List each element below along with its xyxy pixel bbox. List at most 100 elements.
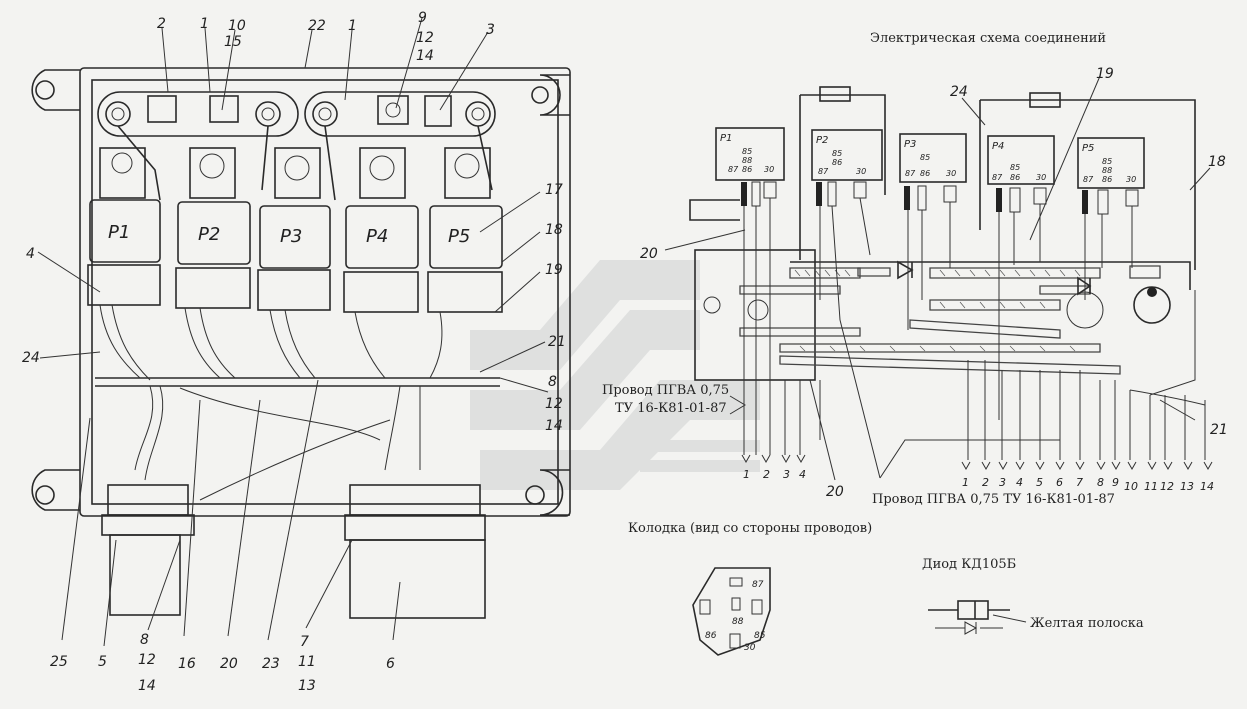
- svg-text:3: 3: [999, 476, 1006, 489]
- connector-pin-labels: 87 88 86 85 30: [705, 580, 766, 653]
- terminals-left: 1 2 3 4: [743, 468, 806, 481]
- callout-14c: 14: [138, 678, 156, 694]
- svg-text:87: 87: [728, 165, 739, 174]
- svg-text:14: 14: [1200, 480, 1214, 493]
- wire-note-bottom: Провод ПГВА 0,75 ТУ 16-К81-01-87: [872, 492, 1115, 507]
- relay-p4: [343, 147, 419, 313]
- svg-text:30: 30: [764, 165, 774, 174]
- svg-text:8: 8: [1097, 476, 1104, 489]
- relay-label-p3: Р3: [280, 226, 302, 247]
- callout-13: 13: [298, 678, 316, 694]
- callout-12c: 12: [138, 652, 156, 668]
- callout-1b: 1: [348, 18, 357, 34]
- callout-3: 3: [486, 22, 495, 38]
- svg-text:86: 86: [742, 165, 752, 174]
- callout-21: 21: [548, 334, 566, 350]
- callout-10: 10: [228, 18, 246, 34]
- connector-6: [344, 484, 486, 619]
- diagram-title: Электрическая схема соединений: [870, 31, 1106, 46]
- svg-text:1: 1: [962, 476, 969, 489]
- relay-block-assembly: [31, 17, 571, 647]
- schematic-relay-p5: [1077, 137, 1145, 189]
- svg-text:88: 88: [732, 617, 744, 627]
- svg-text:85: 85: [1010, 163, 1020, 172]
- mounting-plate: [79, 67, 571, 517]
- callout-9: 9: [418, 10, 427, 26]
- terminals-right: 1 2 3 4 5 6 7 8 9 10 11 12 13 14: [962, 476, 1214, 493]
- schematic-label-p5: Р5: [1082, 143, 1094, 154]
- callout-8b: 8: [140, 632, 149, 648]
- svg-text:7: 7: [1076, 476, 1083, 489]
- svg-text:30: 30: [856, 167, 866, 176]
- callout-12b: 12: [545, 396, 563, 412]
- schematic-relay-p2: [811, 129, 883, 181]
- svg-text:87: 87: [818, 167, 829, 176]
- schematic-callout-19: 19: [1096, 66, 1114, 82]
- watermark-logo: [470, 260, 760, 490]
- svg-text:85: 85: [754, 631, 766, 641]
- svg-text:85: 85: [1102, 157, 1112, 166]
- svg-text:85: 85: [742, 147, 752, 156]
- right-callouts: 19 24 18 20 21 20: [640, 66, 1228, 500]
- svg-text:30: 30: [1036, 173, 1046, 182]
- svg-text:11: 11: [1144, 480, 1158, 493]
- svg-text:4: 4: [1016, 476, 1023, 489]
- callout-1a: 1: [200, 16, 209, 32]
- relay-label-p4: Р4: [366, 226, 388, 247]
- svg-text:12: 12: [1160, 480, 1174, 493]
- svg-text:1: 1: [743, 468, 750, 481]
- callout-6: 6: [386, 656, 395, 672]
- schematic-label-p4: Р4: [992, 141, 1004, 152]
- callout-5: 5: [98, 654, 107, 670]
- schematic-callout-21: 21: [1210, 422, 1228, 438]
- svg-text:9: 9: [1112, 476, 1119, 489]
- connector-5: [101, 484, 195, 616]
- relay-label-p1: Р1: [108, 222, 130, 243]
- svg-text:88: 88: [742, 156, 752, 165]
- svg-text:10: 10: [1124, 480, 1138, 493]
- callout-19: 19: [545, 262, 563, 278]
- svg-text:86: 86: [920, 169, 930, 178]
- schematic-callout-24: 24: [950, 84, 968, 100]
- callout-14b: 14: [545, 418, 563, 434]
- callout-25: 25: [50, 654, 68, 670]
- svg-text:85: 85: [920, 153, 930, 162]
- svg-text:86: 86: [1102, 175, 1112, 184]
- relay-p2: [175, 147, 251, 309]
- schematic-relay-p4: [987, 135, 1055, 185]
- callout-22: 22: [308, 18, 326, 34]
- relay-label-p5: Р5: [448, 226, 470, 247]
- svg-text:88: 88: [1102, 166, 1112, 175]
- schematic-label-p3: Р3: [904, 139, 916, 150]
- callout-8a: 8: [548, 374, 557, 390]
- svg-text:85: 85: [832, 149, 842, 158]
- svg-text:5: 5: [1036, 476, 1043, 489]
- callout-4: 4: [26, 246, 35, 262]
- schematic-relay-p3: [899, 133, 967, 183]
- diode-caption: Диод КД105Б: [922, 557, 1016, 572]
- left-callouts: 2 1 10 15 22 1 9 12 14 3 4 17 18 19 24 2…: [22, 10, 566, 694]
- callout-20: 20: [220, 656, 238, 672]
- connector-caption: Колодка (вид со стороны проводов): [628, 521, 872, 536]
- relay-p1: [87, 147, 161, 306]
- diode-stripe-label: Желтая полоска: [1030, 616, 1144, 631]
- callout-2: 2: [157, 16, 166, 32]
- svg-text:87: 87: [1083, 175, 1094, 184]
- callout-24: 24: [22, 350, 40, 366]
- callout-18: 18: [545, 222, 563, 238]
- svg-text:3: 3: [783, 468, 790, 481]
- schematic-label-p1: Р1: [720, 133, 732, 144]
- svg-text:2: 2: [763, 468, 770, 481]
- callout-11: 11: [298, 654, 316, 670]
- connection-schematic: [664, 75, 1213, 656]
- schematic-callout-20b: 20: [826, 484, 844, 500]
- svg-text:87: 87: [992, 173, 1003, 182]
- callout-17: 17: [545, 182, 563, 198]
- callout-14a: 14: [416, 48, 434, 64]
- relay-p3: [257, 147, 331, 311]
- callout-16: 16: [178, 656, 196, 672]
- callout-23: 23: [262, 656, 280, 672]
